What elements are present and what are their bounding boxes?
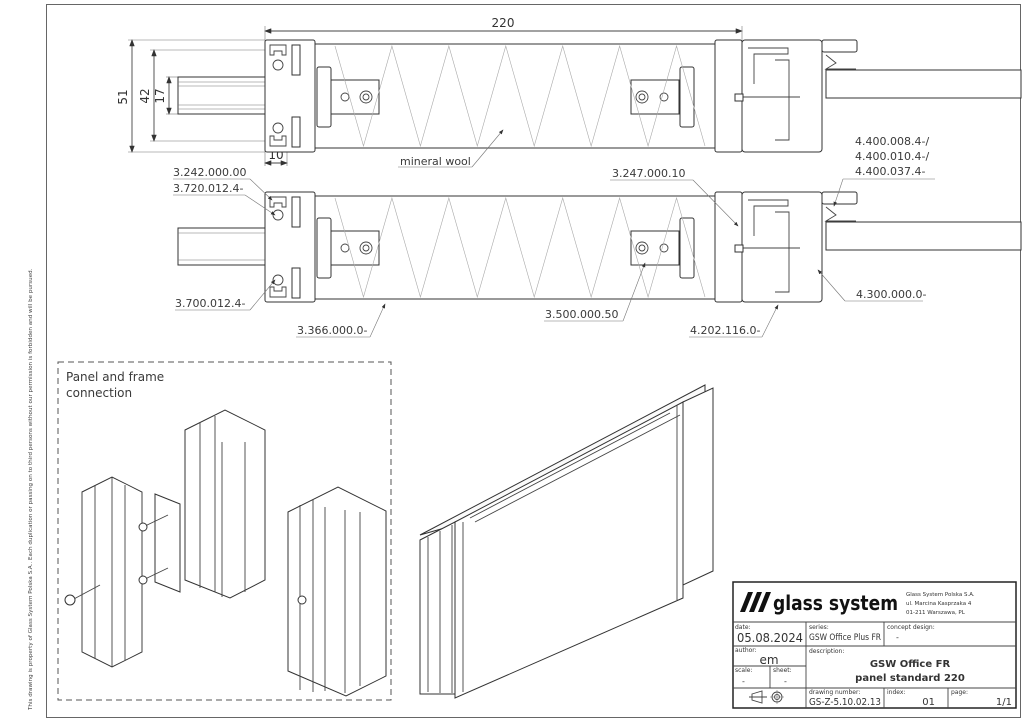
index-label: index: — [887, 689, 905, 696]
exploded-profile-left — [64, 476, 143, 668]
date-value: 05.08.2024 — [737, 631, 803, 645]
sheet-value: - — [784, 677, 787, 686]
part-label: 3.247.000.10 — [612, 167, 685, 180]
series-value: GSW Office Plus FR — [809, 633, 881, 643]
drawing-border — [46, 4, 1021, 718]
drawing-number-label: drawing number: — [809, 689, 860, 696]
company-street: ul. Marcina Kasprzaka 4 — [906, 601, 972, 607]
scale-label: scale: — [735, 667, 752, 674]
label-mineral-wool: mineral wool — [400, 155, 471, 168]
part-label: 3.700.012.4- — [175, 297, 245, 310]
description-line1: GSW Office FR — [870, 659, 951, 670]
part-label: 4.202.116.0- — [690, 324, 760, 337]
detail-box — [57, 361, 392, 701]
series-label: series: — [809, 624, 829, 631]
sheet-label: sheet: — [773, 667, 792, 674]
concept-design-value: - — [896, 633, 899, 642]
drawing-number-value: GS-Z-5.10.02.13 — [809, 697, 881, 708]
exploded-profile-frame — [184, 409, 266, 599]
wool-zigzag — [334, 196, 706, 299]
detail-title-line1: Panel and frame — [66, 370, 164, 384]
dimension-220: 220 — [492, 16, 515, 30]
part-labels: 3.242.000.00 3.720.012.4- 3.700.012.4- 3… — [173, 135, 935, 338]
wool-zigzag — [334, 44, 706, 148]
author-label: author: — [735, 647, 757, 654]
date-label: date: — [735, 624, 751, 631]
isometric-panel-view — [419, 384, 714, 699]
part-label: 3.366.000.0- — [297, 324, 367, 337]
company-city: 01-211 Warszawa, PL — [906, 610, 966, 616]
description-line2: panel standard 220 — [855, 673, 965, 684]
index-value: 01 — [922, 697, 935, 708]
part-label: 4.400.010.4-/ — [855, 150, 929, 163]
dimension-17: 17 — [153, 88, 167, 103]
logo-text: glass system — [773, 591, 898, 615]
part-label: 3.720.012.4- — [173, 182, 243, 195]
company-name: Glass System Polska S.A. — [906, 592, 975, 598]
connector-plate — [138, 493, 181, 593]
part-label: 4.300.000.0- — [856, 288, 926, 301]
part-label: 4.400.008.4-/ — [855, 135, 929, 148]
description-label: description: — [809, 648, 844, 655]
part-label: 3.242.000.00 — [173, 166, 246, 179]
scale-value: - — [742, 677, 745, 686]
dimension-42: 42 — [138, 88, 152, 103]
page-value: 1/1 — [996, 697, 1012, 708]
mineral-wool-hatch — [334, 196, 706, 299]
section-view-top: 220 51 42 17 10 — [116, 16, 1022, 166]
page-label: page: — [951, 689, 968, 696]
part-label: 4.400.037.4- — [855, 165, 925, 178]
assembled-profile — [287, 486, 387, 697]
first-angle-projection-icon — [749, 690, 784, 704]
title-block: glass system Glass System Polska S.A. ul… — [732, 581, 1017, 709]
concept-design-label: concept design: — [887, 624, 935, 631]
dimension-51: 51 — [116, 89, 130, 104]
detail-title-line2: connection — [66, 386, 132, 400]
glass-system-logo: glass system — [740, 591, 898, 615]
author-value: em — [759, 653, 778, 667]
section-view-bottom — [177, 191, 1022, 303]
mineral-wool-hatch — [334, 44, 706, 148]
part-label: 3.500.000.50 — [545, 308, 618, 321]
